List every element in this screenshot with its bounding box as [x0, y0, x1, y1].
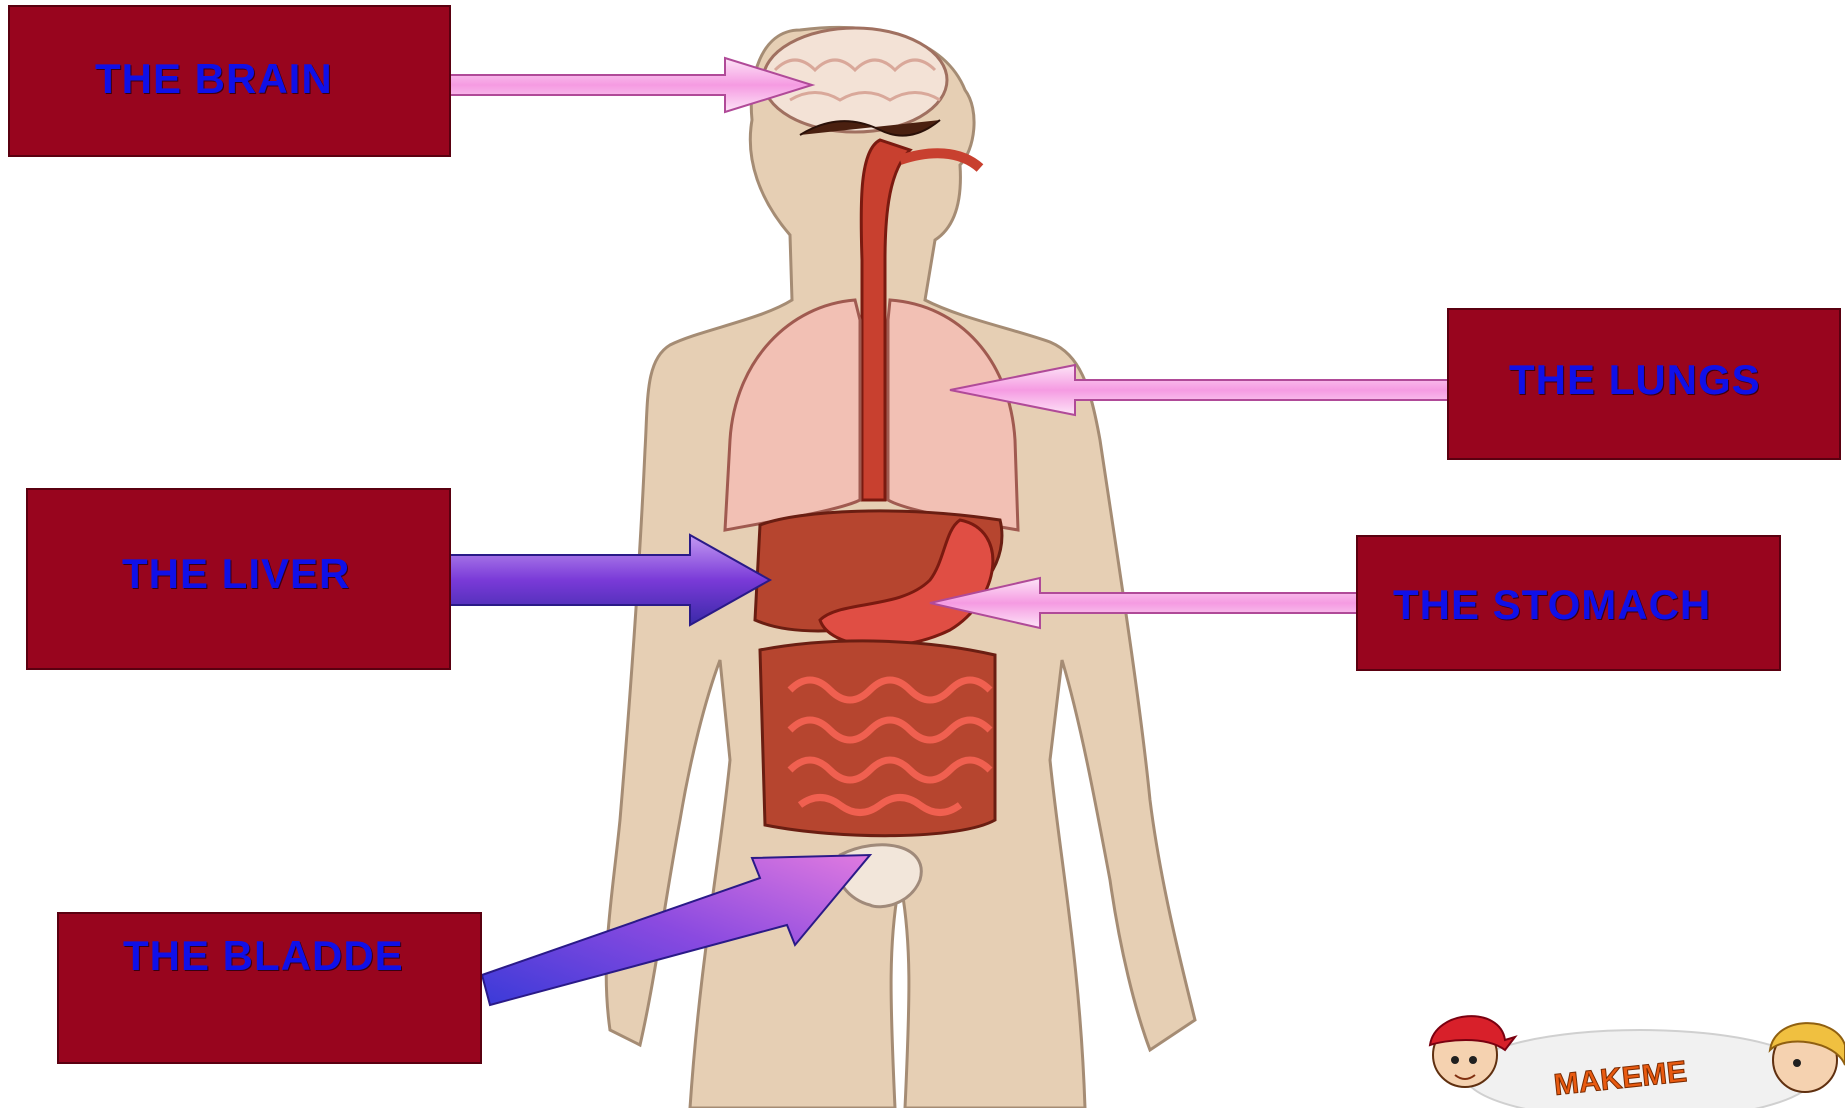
stomach-label-box: THE STOMACH [1356, 535, 1781, 671]
bladder-label-box: THE BLADDE [57, 912, 482, 1064]
liver-label-box: THE LIVER [26, 488, 451, 670]
stomach-label: THE STOMACH [1393, 581, 1711, 629]
makeme-logo: MAKEME [1405, 995, 1845, 1108]
girl-cartoon-icon [1770, 1023, 1845, 1092]
bladder-label: THE BLADDE [123, 932, 423, 980]
liver-label: THE LIVER [122, 550, 350, 598]
intestines-organ [760, 641, 995, 836]
lungs-label-box: THE LUNGS [1447, 308, 1841, 460]
brain-label: THE BRAIN [95, 55, 333, 103]
brain-label-box: THE BRAIN [8, 5, 451, 157]
lungs-label: THE LUNGS [1509, 356, 1761, 404]
